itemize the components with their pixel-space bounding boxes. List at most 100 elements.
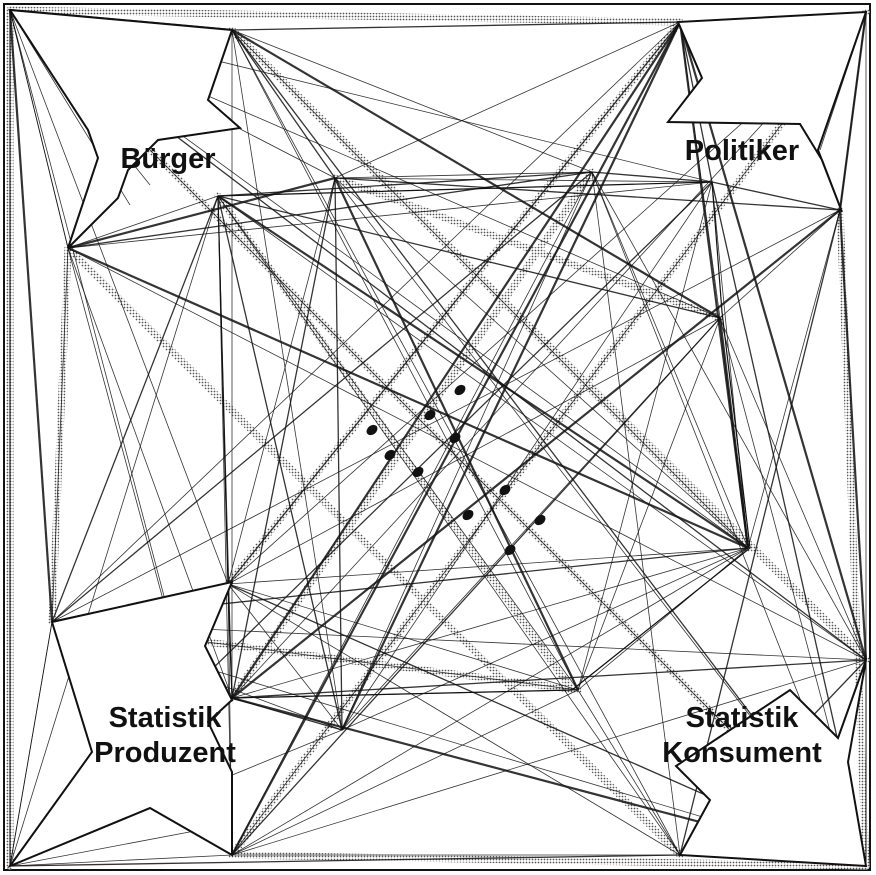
connection-line <box>231 547 749 856</box>
connection-line <box>8 9 54 623</box>
connection-line <box>51 195 219 623</box>
connection-line <box>231 317 721 856</box>
connection-line <box>591 171 867 661</box>
halftone-band <box>228 26 870 664</box>
inner-square <box>217 181 751 699</box>
connection-line <box>217 195 721 319</box>
label-buerger: Bürger <box>120 143 215 175</box>
connection-line <box>334 177 713 183</box>
connection-line <box>51 209 841 623</box>
connection-line <box>9 854 681 867</box>
halftone-band <box>228 168 596 702</box>
connection-line <box>231 21 681 699</box>
star-politiker: Politiker <box>665 10 868 213</box>
connection-line <box>51 21 681 623</box>
intersection-blob <box>412 466 424 478</box>
connection-line <box>231 171 593 856</box>
connection-line <box>67 176 336 250</box>
connection-line <box>217 195 343 731</box>
halftone-band <box>6 6 684 26</box>
connection-line <box>334 21 681 179</box>
connection-line <box>217 195 867 661</box>
connection-line <box>9 9 867 867</box>
halftone-band <box>836 206 870 870</box>
intersection-blob <box>534 514 546 526</box>
connection-line <box>67 246 749 550</box>
star-shape-buerger <box>8 8 243 249</box>
label-statistik-konsument-line2: Konsument <box>662 737 822 769</box>
fan-line <box>9 829 201 867</box>
star-shape-politiker <box>665 10 868 213</box>
star-shape-statistik-konsument <box>674 659 868 868</box>
star-buerger: Bürger <box>8 8 243 249</box>
connection-line <box>838 209 868 661</box>
connection-line <box>334 177 343 731</box>
intersection-blob <box>454 384 466 396</box>
fan-line <box>9 854 233 867</box>
label-statistik-produzent-line1: Statistik <box>109 702 223 734</box>
connection-line <box>9 195 219 867</box>
connection-line <box>227 177 336 585</box>
connection-line <box>231 659 867 856</box>
connection-line <box>67 195 219 249</box>
connection-line <box>711 181 749 549</box>
intersection-marks <box>366 384 546 556</box>
connection-line <box>231 29 336 179</box>
connection-line <box>67 171 593 249</box>
connection-line <box>231 209 841 699</box>
connection-line <box>217 195 749 549</box>
connection-line <box>231 689 579 856</box>
star-statistik-produzent: Statistik Produzent <box>7 580 236 869</box>
connection-line <box>334 171 593 179</box>
fan-line <box>839 11 867 211</box>
connection-line <box>217 171 593 197</box>
fan-line <box>9 9 69 249</box>
connection-line <box>231 29 749 549</box>
connection-line <box>591 171 749 549</box>
connection-line <box>67 181 713 249</box>
connection-line <box>678 21 868 661</box>
connection-line <box>341 547 749 731</box>
connection-line <box>51 247 69 623</box>
intersection-blob <box>366 424 378 436</box>
connection-line <box>227 583 681 856</box>
intersection-blob <box>449 432 461 444</box>
connection-line <box>577 689 681 856</box>
connection-line <box>51 171 593 623</box>
connection-line <box>341 21 681 731</box>
connection-line <box>217 195 579 691</box>
connection-line <box>341 181 713 731</box>
intersection-blob <box>504 544 516 556</box>
fan-line <box>9 621 53 867</box>
label-politiker: Politiker <box>685 135 799 167</box>
connection-line <box>711 181 841 211</box>
connection-line <box>231 547 749 699</box>
intersection-blob <box>462 509 474 521</box>
connection-line <box>231 21 681 31</box>
star-statistik-konsument: Statistik Konsument <box>662 659 868 868</box>
halftone-band <box>64 244 684 859</box>
label-statistik-produzent-line2: Produzent <box>94 737 236 769</box>
connection-line <box>227 583 343 731</box>
halftone-band <box>331 174 724 322</box>
connection-line <box>231 29 593 173</box>
connection-line <box>227 583 579 691</box>
intersection-blob <box>384 449 396 461</box>
connection-line <box>231 659 867 699</box>
connection-line <box>341 171 593 731</box>
intersection-blob <box>424 409 436 421</box>
halftone-band <box>228 851 870 870</box>
intersection-blob <box>499 484 511 496</box>
connection-line <box>231 29 721 319</box>
connection-line <box>719 209 841 319</box>
connection-line <box>231 29 579 691</box>
connection-line <box>217 195 681 856</box>
connection-line <box>577 317 721 691</box>
connection-line <box>334 177 749 549</box>
connection-line <box>231 11 867 699</box>
label-statistik-konsument-line1: Statistik <box>686 702 800 734</box>
connection-line <box>718 317 750 549</box>
connection-line <box>227 317 721 585</box>
connection-line <box>747 209 841 549</box>
